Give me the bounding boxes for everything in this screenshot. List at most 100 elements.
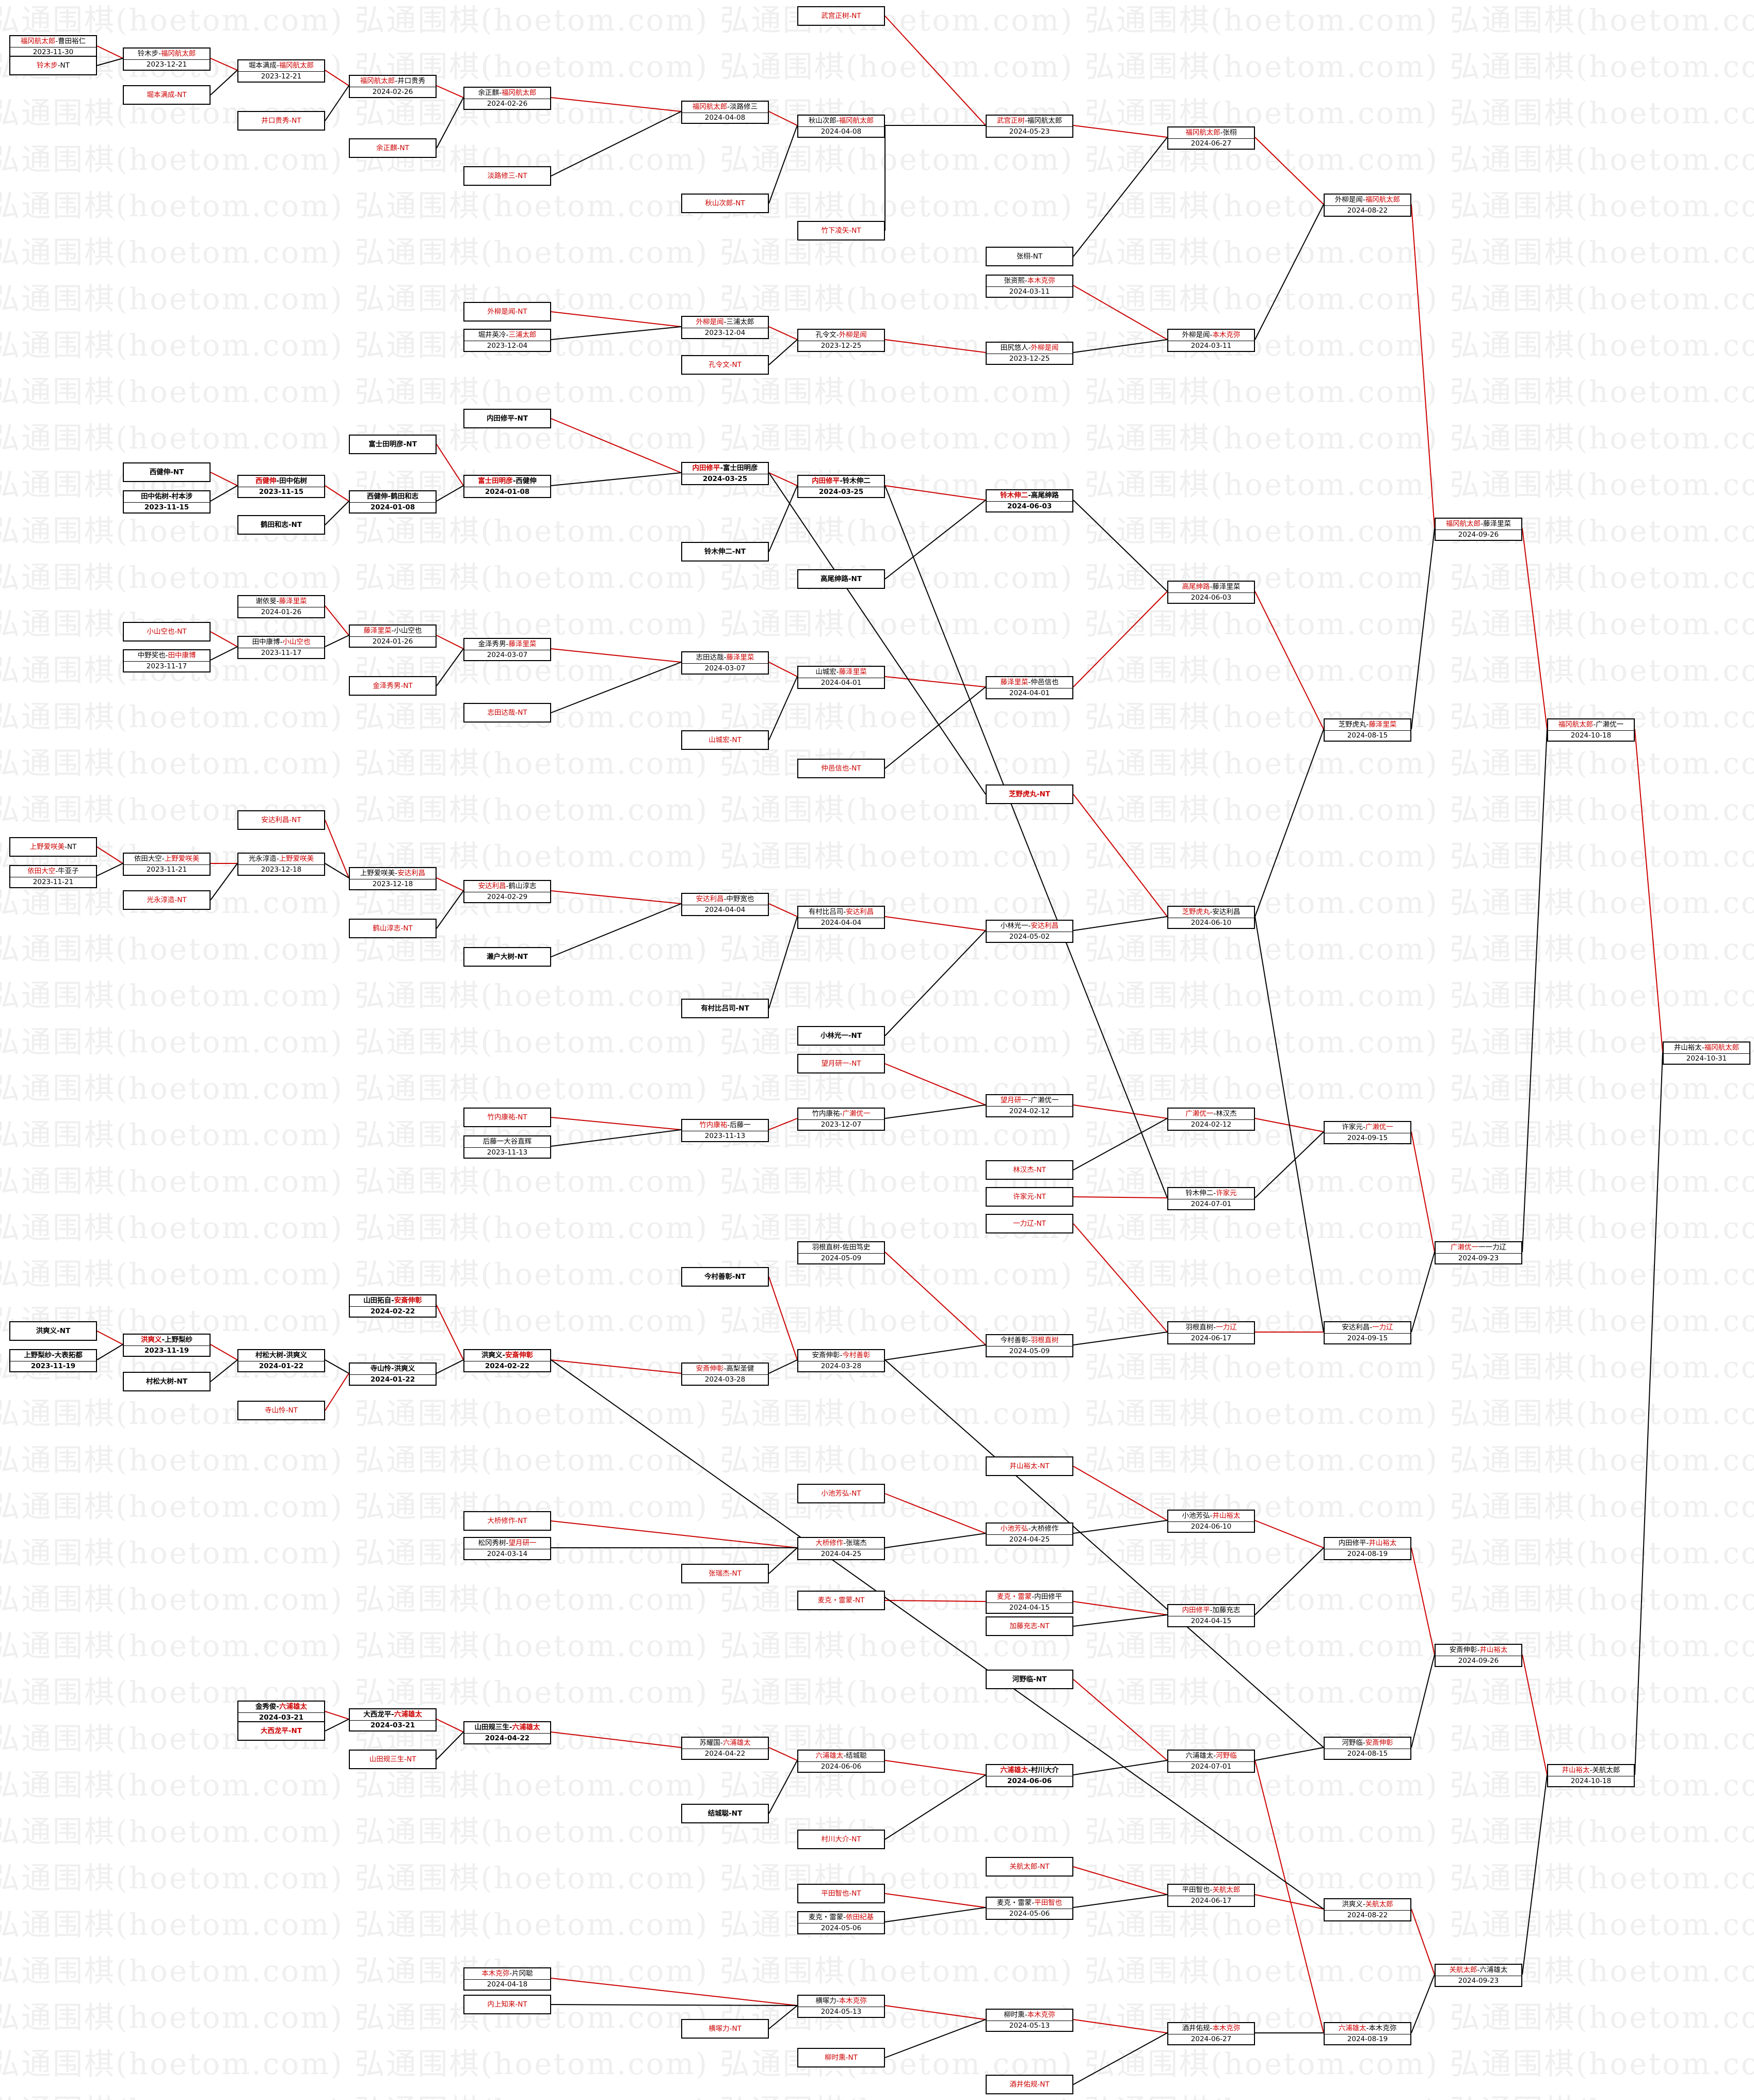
loser-connector [768, 125, 798, 204]
player-name: 本木克弥 [839, 1997, 867, 2005]
player-name: 本木克弥 [1212, 2024, 1241, 2032]
match-box: 小山空也-NT [123, 622, 211, 642]
loser-connector [1073, 2032, 1168, 2085]
match-players: 武宫正树-福冈航太郎 [987, 116, 1072, 127]
match-box: 武宫正树-NT [797, 6, 885, 26]
player-name: 望月研一 [1000, 1096, 1028, 1104]
match-box: 铃木伸二-NT [681, 542, 769, 562]
match-players: 平田智也-关航太郎 [1168, 1885, 1254, 1896]
match-players: 井口贵秀-NT [238, 112, 324, 130]
winner-connector [1522, 528, 1548, 730]
player-name: 芝野虎丸-NT [1008, 790, 1051, 798]
player-name: 许家元 [1216, 1189, 1237, 1197]
match-players: 酒井佑规-NT [987, 2076, 1072, 2093]
match-players: 小山空也-NT [124, 623, 210, 640]
player-name: 横塚力- [815, 1997, 839, 2005]
loser-connector [436, 485, 464, 502]
player-name: 六浦雄太- [1185, 1752, 1216, 1760]
player-name: 小池芳弘- [1182, 1512, 1213, 1520]
winner-connector [1073, 1223, 1168, 1333]
match-players: 有村比吕司-NT [682, 1000, 768, 1017]
loser-connector [210, 1359, 238, 1382]
player-name: -广濑优一 [1028, 1096, 1059, 1104]
player-name: 藤泽里菜 [279, 597, 307, 605]
player-name: 上野爱咲美 [164, 855, 200, 863]
loser-connector [1254, 729, 1324, 917]
match-date: 2023-11-13 [487, 1148, 528, 1157]
player-name: 洪爽义 [140, 1336, 162, 1344]
match-box: 河野临-NT [986, 1670, 1073, 1689]
winner-connector [884, 1893, 986, 1908]
loser-connector [551, 662, 682, 713]
match-players: 谢依旻-藤泽里菜 [238, 596, 324, 607]
match-box: 内田修平-NT [463, 409, 551, 428]
match-box: 山城宏-NT [681, 730, 769, 750]
match-date: 2024-01-26 [261, 608, 302, 616]
match-players: 福冈航太郎-张栩 [1168, 127, 1254, 139]
winner-connector [551, 1978, 798, 2006]
winner-connector [1411, 204, 1435, 529]
match-players: 大西龙平-六浦雄太 [350, 1709, 436, 1721]
player-name: 志田达哉- [696, 653, 727, 662]
match-date: 2024-05-13 [1009, 2022, 1050, 2030]
player-name: -村川大介 [1028, 1766, 1059, 1774]
loser-connector [1522, 729, 1548, 1253]
match-date: 2024-06-10 [1190, 919, 1232, 927]
match-date: 2023-11-17 [146, 662, 187, 670]
player-name: 堀本满成-NT [147, 91, 187, 99]
winner-connector [1411, 1547, 1435, 1655]
loser-connector [436, 1732, 464, 1760]
loser-connector [551, 2004, 798, 2006]
match-players: 小林光一-安达利昌 [987, 921, 1072, 932]
loser-connector [325, 863, 349, 878]
match-date: 2024-09-15 [1347, 1134, 1388, 1142]
player-name: 大桥修作 [815, 1539, 844, 1547]
player-name: 井山裕太 [1562, 1766, 1590, 1774]
match-players: 仲邑信也-NT [798, 760, 884, 777]
match-players: 小池芳弘-井山裕太 [1168, 1511, 1254, 1522]
player-name: 铃木步- [137, 50, 161, 58]
loser-connector [1073, 1894, 1168, 1908]
match-box: 望月研一-NT [797, 1054, 885, 1073]
match-date: 2024-04-18 [487, 1980, 528, 1989]
match-players: 平田智也-NT [798, 1885, 884, 1902]
player-name: -藤泽里菜 [1481, 520, 1511, 528]
player-name: -中野宽也 [723, 895, 754, 903]
match-players: 山田拓自-安斎伸彰 [350, 1295, 436, 1307]
match-players: 内田修平-井山裕太 [1325, 1538, 1410, 1549]
match-players: 关航太郎-六浦雄太 [1436, 1965, 1521, 1976]
match-players: 洪爽义-安斎伸彰 [464, 1350, 550, 1361]
match-players: 河野临-安斎伸彰 [1325, 1738, 1410, 1749]
player-name: -富士田明彦 [720, 464, 758, 472]
player-name: 羽根直树 [1031, 1336, 1059, 1344]
loser-connector [884, 1104, 986, 1119]
match-players: 堀本满成-NT [124, 86, 210, 104]
player-name: 大西龙平-NT [260, 1727, 302, 1735]
winner-connector [436, 444, 464, 486]
player-name: -结城聪 [843, 1752, 867, 1760]
player-name: 外柳是闻 [696, 318, 724, 326]
match-players: 金泽秀男-藤泽里菜 [464, 639, 550, 650]
match-players: 安斎伸彰-井山裕太 [1436, 1645, 1521, 1656]
match-players: 六浦雄太-村川大介 [987, 1765, 1072, 1776]
match-date: 2024-06-17 [1190, 1334, 1232, 1342]
match-date: 2024-10-18 [1570, 731, 1612, 740]
match-players: 酒井佑规-本木克弥 [1168, 2023, 1254, 2034]
player-name: 井山裕太 [1212, 1512, 1241, 1520]
